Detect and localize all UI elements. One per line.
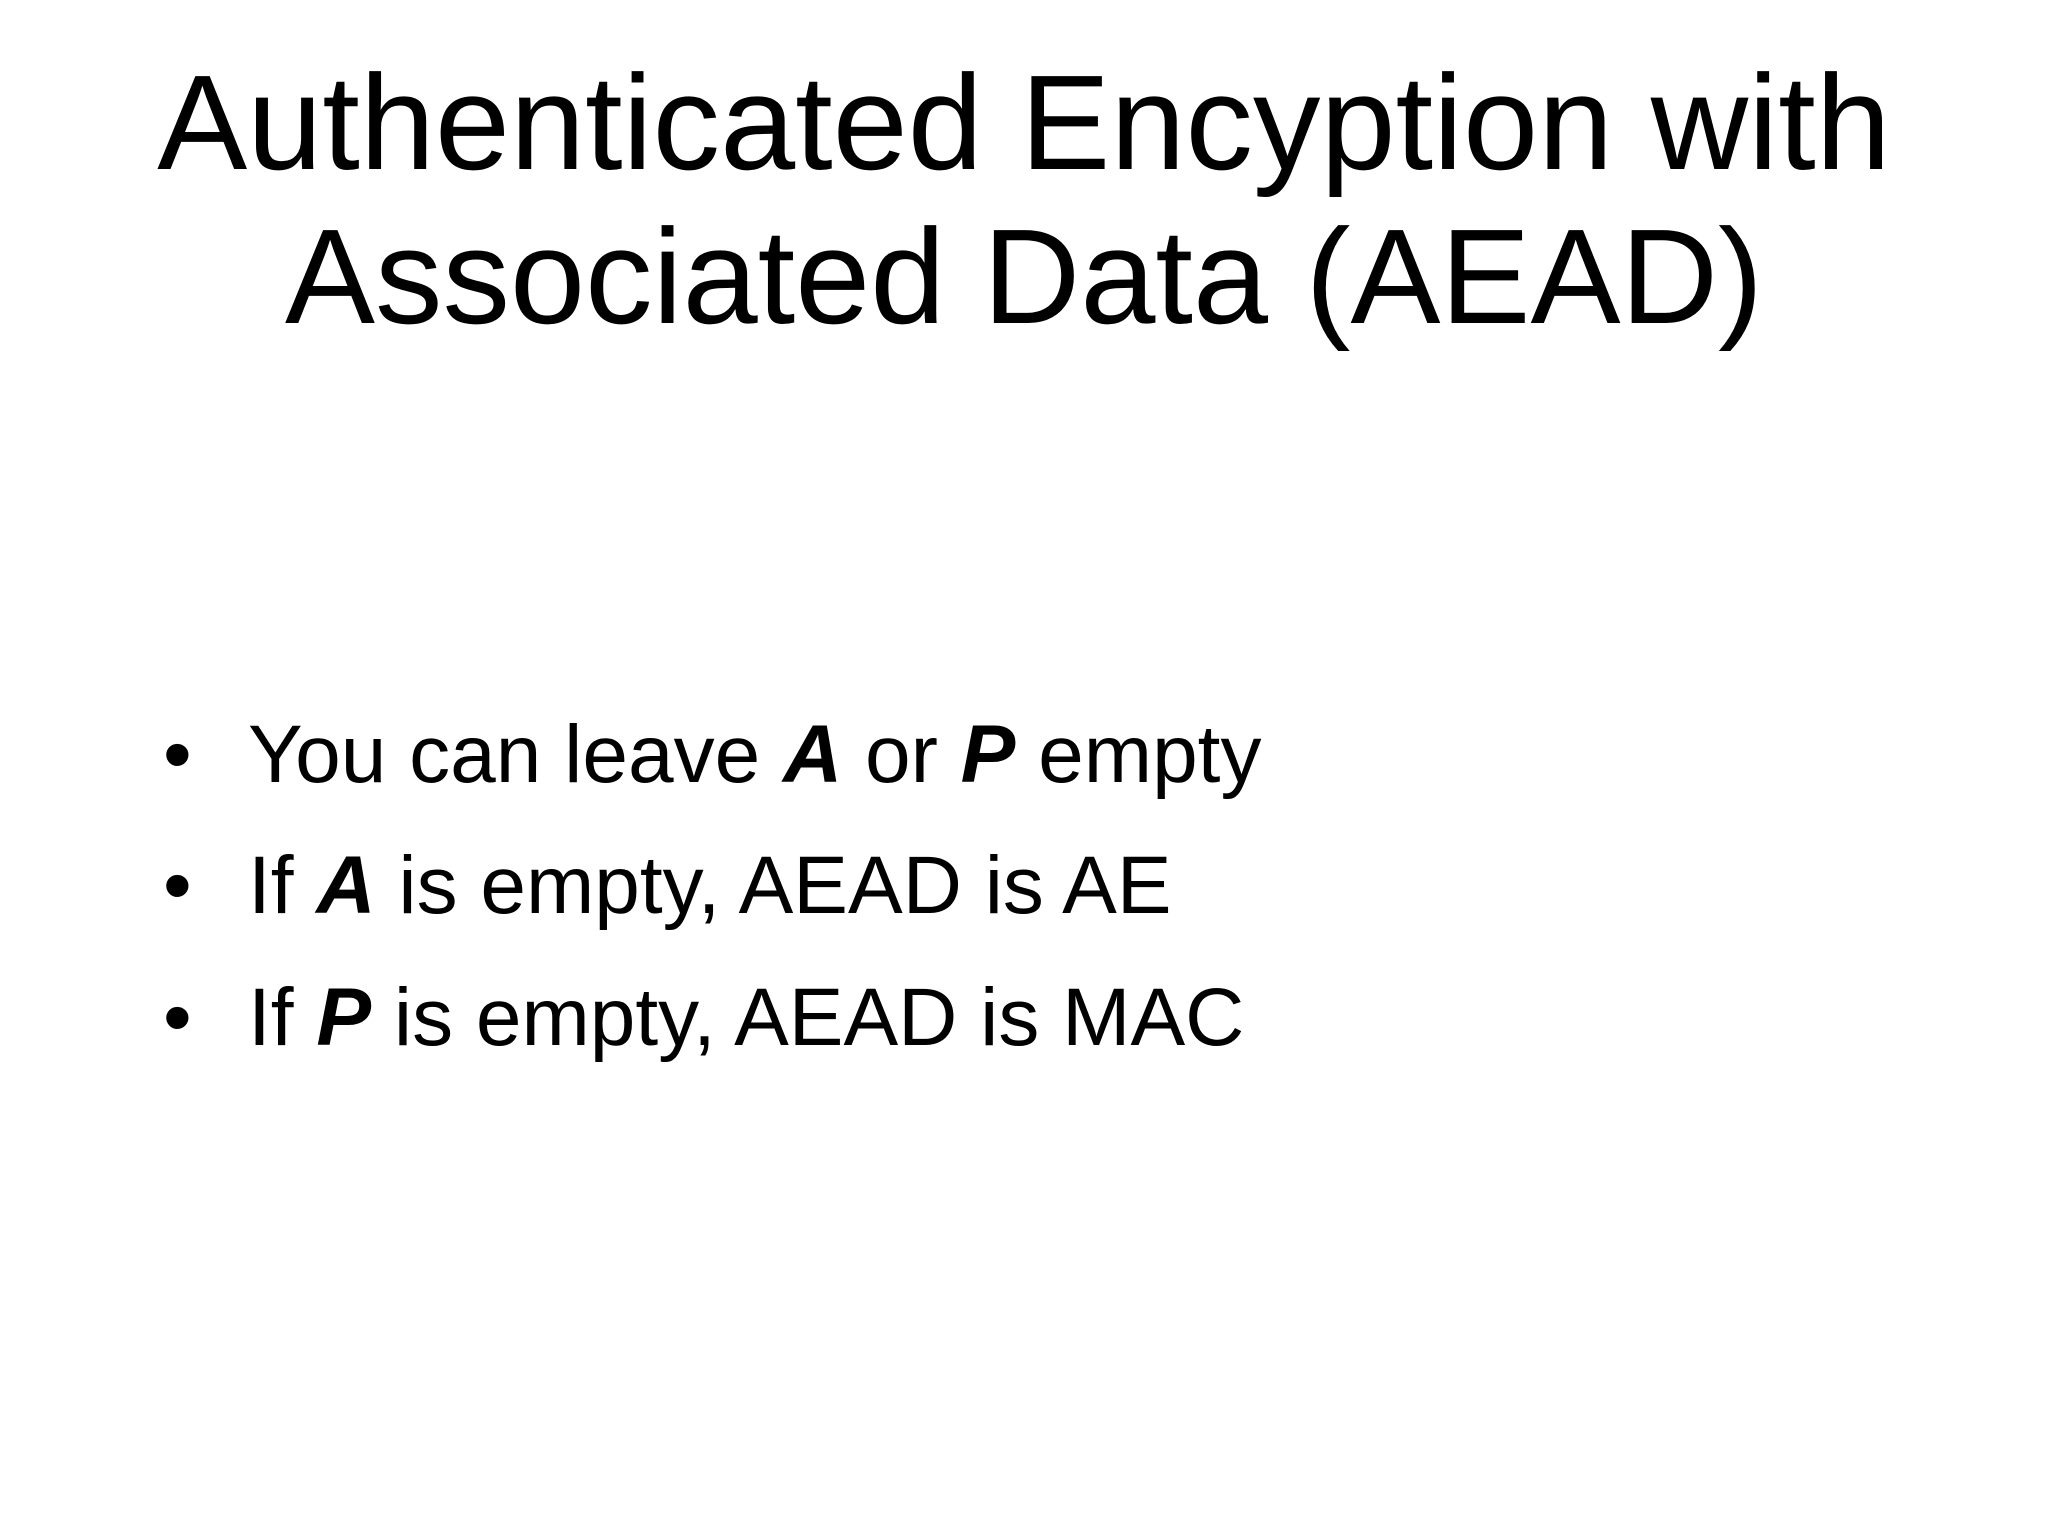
slide-title: Authenticated Encyption with Associated …	[0, 46, 2048, 354]
variable-a: A	[316, 840, 376, 932]
bullet-item-2: • If A is empty, AEAD is AE	[163, 837, 1948, 935]
bullet-item-3: • If P is empty, AEAD is MAC	[163, 969, 1948, 1067]
bullet-dot-icon: •	[163, 971, 192, 1063]
variable-p: P	[316, 971, 372, 1063]
bullet-3-segment: If	[248, 971, 317, 1063]
bullet-list: • You can leave A or P empty • If A is e…	[163, 706, 1948, 1100]
bullet-2-segment: If	[248, 840, 317, 932]
bullet-2-segment: is empty, AEAD is AE	[375, 840, 1172, 932]
variable-p: P	[960, 709, 1016, 800]
slide-title-line-1: Authenticated Encyption with	[157, 47, 1891, 198]
bullet-1-segment: empty	[1015, 709, 1262, 800]
bullet-dot-icon: •	[163, 840, 192, 932]
bullet-dot-icon: •	[163, 709, 192, 800]
slide-title-line-2: Associated Data (AEAD)	[284, 201, 1764, 352]
bullet-item-1: • You can leave A or P empty	[163, 706, 1948, 804]
bullet-text-1: You can leave A or P empty	[248, 706, 1948, 804]
bullet-1-segment: You can leave	[248, 709, 783, 800]
bullet-3-segment: is empty, AEAD is MAC	[371, 971, 1245, 1063]
variable-a: A	[782, 709, 843, 800]
bullet-1-segment: or	[842, 709, 961, 800]
bullet-text-2: If A is empty, AEAD is AE	[248, 837, 1948, 935]
bullet-text-3: If P is empty, AEAD is MAC	[248, 969, 1948, 1067]
